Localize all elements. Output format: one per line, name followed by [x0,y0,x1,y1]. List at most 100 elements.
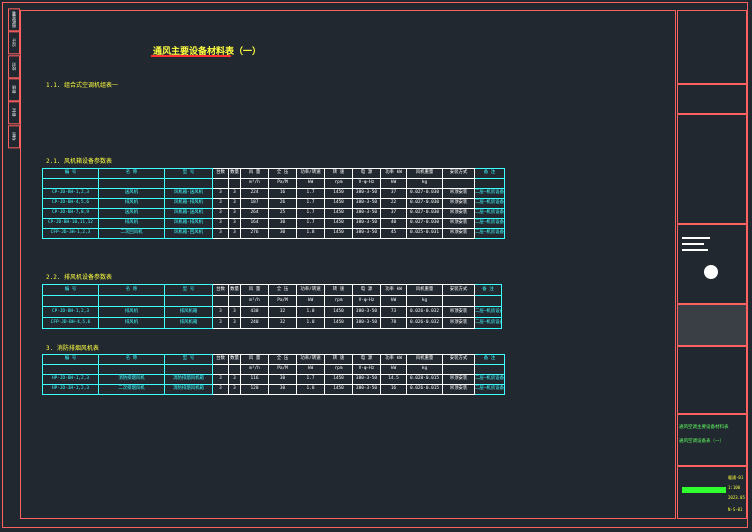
table-cell: 3 [228,208,241,219]
table-cell: 转 速 [324,354,353,365]
table-cell: 风机箱-送风机 [164,188,213,199]
table-cell: 消防排烟风机箱 [164,374,213,385]
table-cell [42,295,99,307]
table-cell: 264 [240,208,269,219]
table-cell: 功率/转速 [296,284,325,296]
sheet-date: 2023.05 [728,495,745,500]
table-cell: 吊顶安装 [442,384,475,395]
table-cell [442,364,475,375]
table-cell: 风 量 [240,168,269,179]
table-cell: 名 称 [98,354,165,365]
table-cell: 备 注 [474,284,502,296]
table-cell: 0.027-0.030 [406,188,443,199]
title-block-signatures [677,346,747,414]
table-cell: 1.7 [296,218,325,229]
table-cell: kW [296,295,325,307]
table-cell: 3 [228,218,241,229]
table-cell: 数量 [228,354,241,365]
table-cell: CP-JD-BH-4,5,6 [42,198,99,209]
table-cell: 消防排烟风机 [98,374,165,385]
table-cell: 排风机 [98,198,165,209]
table-cell: 1450 [324,374,353,385]
table-cell: rpm [324,364,353,375]
section-4-heading: 3. 消防排烟风机表 [46,345,99,352]
table-cell: 二层—机房设备 [474,218,505,229]
table-cell: 30 [268,384,297,395]
table-cell: 1.8 [296,384,325,395]
title-block-sheet-info: 暖通-01 1:100 2023.05 N-S-01 [677,466,747,519]
table-cell: 电 源 [352,168,381,179]
table-cell: 16 [268,188,297,199]
table-cell: 排风机 [98,218,165,229]
strip-cell: 校对 [8,54,20,78]
table-cell: 风 量 [240,354,269,365]
table-cell: 1.0 [296,317,325,329]
table-cell: 187 [240,198,269,209]
table-cell [164,295,213,307]
project-title: 通风空调主要设备材料表 [679,425,729,430]
table-cell [228,364,241,375]
table-cell [98,295,165,307]
table-cell: 26 [268,198,297,209]
table-cell: 3 [212,218,229,229]
table-cell: 吊顶安装 [442,374,475,385]
table-cell [442,178,475,189]
table-cell: V-φ-Hz [352,364,381,375]
table-cell: 380-3-50 [352,198,381,209]
table-cell [212,364,229,375]
table-cell: 台数 [212,354,229,365]
table-cell: 型 号 [164,284,213,296]
table-cell: CP-JD-BH-1,2,3 [42,188,99,199]
table-cell: 编 号 [42,284,99,296]
table-cell: 0.025-0.031 [406,228,443,239]
table-cell: V-φ-Hz [352,295,381,307]
title-block-remarks [677,114,747,224]
table-cell: 全 压 [268,354,297,365]
table-cell: 风 量 [240,284,269,296]
table-cell: 3 [228,188,241,199]
table-cell: 全 压 [268,168,297,179]
table-cell: 二层—机房设备 [474,374,505,385]
table-cell: 3 [228,228,241,239]
section-1-heading: 1.1. 组合式空调机组表一 [46,82,119,89]
table-cell: kW [380,295,407,307]
title-block-revisions [677,84,747,114]
table-row [42,112,622,122]
table-cell: 37 [380,208,407,219]
table-header-row [42,92,622,102]
table-cell: 78 [380,317,407,329]
table-cell: rpm [324,295,353,307]
table-cell: 25 [268,208,297,219]
table-cell: 37 [380,188,407,199]
table-cell: CFP-JD-3H-1,2,3 [42,228,99,239]
table-cell: 380-3-50 [352,374,381,385]
table-cell: 备 注 [474,168,505,179]
table-cell: 二层—机房设备 [474,306,502,318]
table-cell: 120 [240,384,269,395]
table-cell: 276 [240,228,269,239]
table-cell: m³/h [240,295,269,307]
table-cell: 台数 [212,284,229,296]
table-cell: 排风机 [98,306,165,318]
sheet-scale: 1:100 [728,485,741,490]
table-cell: 164 [240,218,269,229]
table-cell: 1450 [324,384,353,395]
table-cell: 1450 [324,306,353,318]
table-cell: 0.026-0.032 [406,306,443,318]
table-cell: 1450 [324,228,353,239]
company-seal-icon [704,265,718,279]
table-cell: 吊顶安装 [442,198,475,209]
table-cell: 功率 kW [380,284,407,296]
table-cell [212,178,229,189]
table-cell: CP-JD-BH-7,8,9 [42,208,99,219]
table-cell: 送风机 [98,208,165,219]
